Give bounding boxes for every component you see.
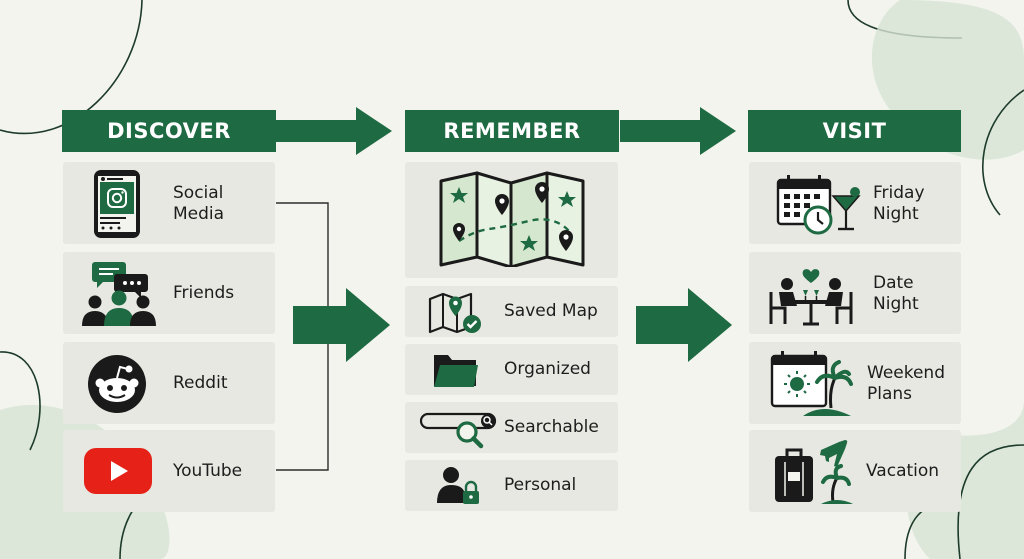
card-social-media: Social Media [63,162,275,244]
luggage-plane-icon [771,438,855,506]
arrow-mid-left [293,288,390,362]
youtube-icon [84,448,152,494]
header-discover: DISCOVER [62,110,276,152]
label-reddit: Reddit [173,373,228,393]
card-organized: Organized [405,344,618,395]
label-weekend: Weekend [867,363,945,383]
card-saved-map: Saved Map [405,286,618,337]
search-icon [419,408,499,450]
label-vacation: Vacation [866,461,940,481]
instagram-phone-icon [91,168,143,240]
label-organized: Organized [504,359,591,379]
friends-chat-icon [79,260,159,328]
calendar-island-icon [769,350,853,416]
label-social: Social [173,183,224,203]
card-friends: Friends [63,252,275,334]
card-reddit: Reddit [63,342,275,424]
label-saved-map: Saved Map [504,301,598,321]
card-personal: Personal [405,460,618,511]
card-searchable: Searchable [405,402,618,453]
user-lock-icon [435,465,481,507]
reddit-icon [87,354,147,414]
header-remember: REMEMBER [405,110,619,152]
label-friday: Friday [873,183,925,203]
folded-map-icon [439,171,585,267]
arrow-remember-visit [620,107,736,155]
label-friday-night: Night [873,204,919,224]
label-youtube: YouTube [173,461,243,481]
label-date-night: Night [873,294,919,314]
card-date-night: Date Night [749,252,961,334]
card-vacation: Vacation [749,430,961,512]
map-check-icon [427,291,485,335]
dinner-couple-icon [767,262,855,326]
folder-icon [432,351,480,389]
label-media: Media [173,204,225,224]
card-youtube: YouTube [63,430,275,512]
card-map-hero [405,162,618,278]
label-friends: Friends [173,283,235,303]
arrow-discover-remember [276,107,392,155]
card-weekend-plans: Weekend Plans [749,342,961,424]
label-date: Date [873,273,914,293]
arrow-mid-right [636,288,732,362]
label-personal: Personal [504,475,577,495]
label-plans: Plans [867,384,913,404]
calendar-cocktail-icon [775,174,865,236]
label-searchable: Searchable [504,417,599,437]
card-friday-night: Friday Night [749,162,961,244]
header-visit: VISIT [748,110,961,152]
